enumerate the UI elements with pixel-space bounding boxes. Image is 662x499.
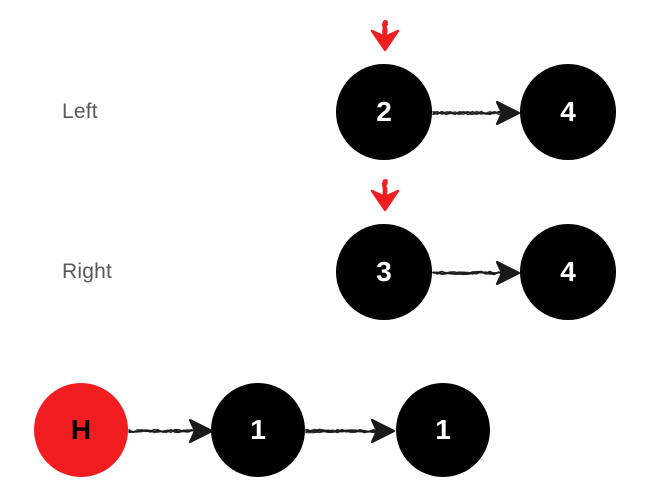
- graph-node[interactable]: 4: [520, 64, 616, 160]
- graph-node[interactable]: 2: [336, 64, 432, 160]
- red-down-arrow-icon: [370, 20, 400, 52]
- graph-node[interactable]: 4: [520, 224, 616, 320]
- row-label-left: Left: [62, 100, 98, 123]
- graph-node-label: 4: [560, 256, 576, 287]
- edge-shaft: [305, 428, 379, 434]
- edge-shaft: [128, 428, 197, 434]
- graph-node-label: 1: [435, 414, 451, 445]
- edge-arrowhead: [495, 260, 521, 286]
- graph-node-label: 1: [250, 414, 266, 445]
- edge-arrowhead: [188, 418, 214, 444]
- graph-node[interactable]: 3: [336, 224, 432, 320]
- graph-node-label: 3: [376, 256, 392, 287]
- red-down-arrow-icon: [370, 179, 400, 212]
- edge-arrowhead: [495, 100, 521, 126]
- edge-shaft: [432, 270, 504, 276]
- edge-arrowhead: [370, 418, 396, 444]
- row-label-right: Right: [62, 260, 113, 283]
- graph-node[interactable]: 1: [211, 383, 305, 477]
- edge-shaft: [432, 110, 504, 116]
- graph-node-label: H: [70, 414, 92, 445]
- graph-node[interactable]: H: [34, 383, 128, 477]
- graph-node-label: 2: [376, 96, 392, 127]
- graph-node-label: 4: [560, 96, 576, 127]
- graph-node[interactable]: 1: [396, 383, 490, 477]
